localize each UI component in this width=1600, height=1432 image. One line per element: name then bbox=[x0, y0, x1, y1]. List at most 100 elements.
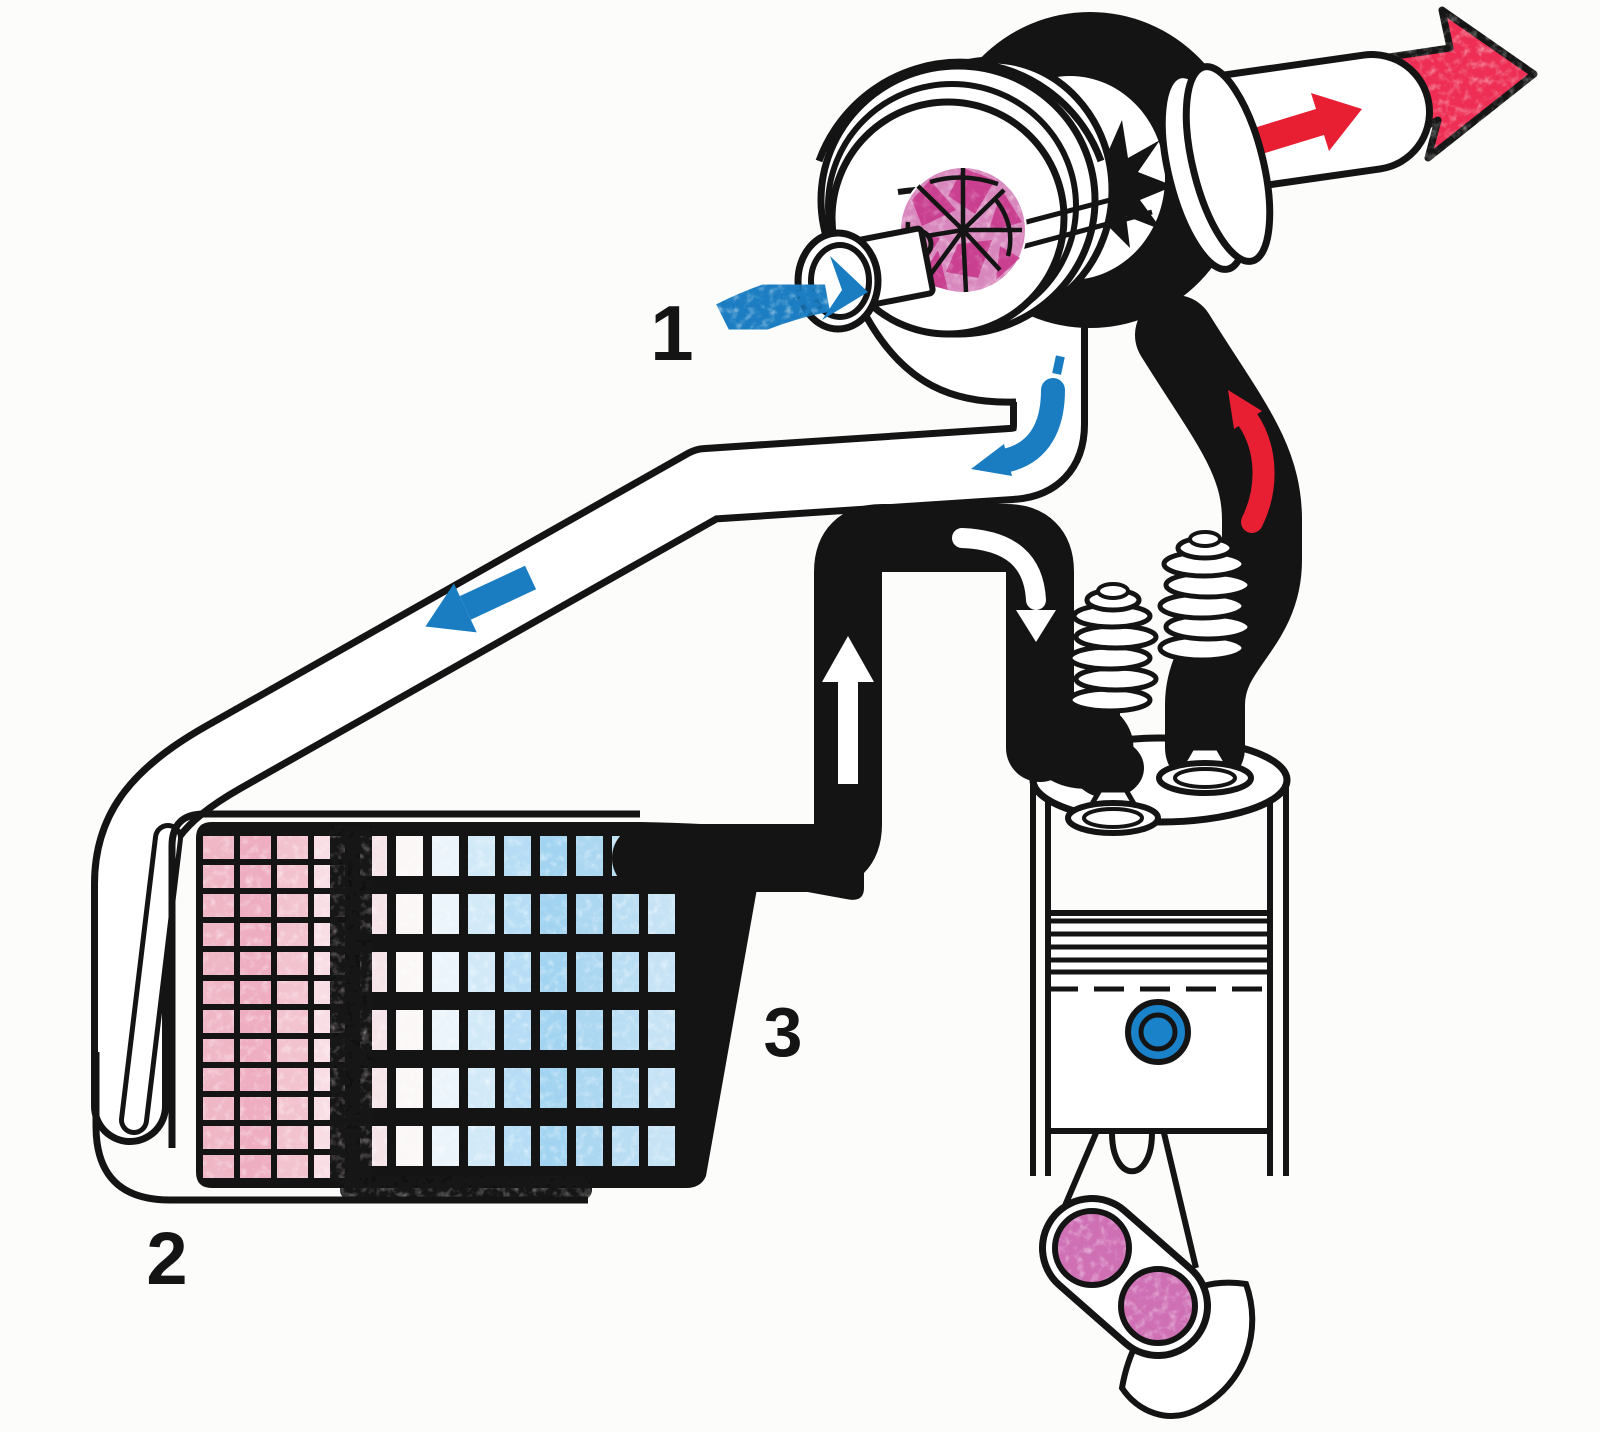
exhaust-runner-pipe bbox=[1135, 295, 1302, 788]
intercooler-cell bbox=[396, 894, 423, 934]
intercooler-cell bbox=[576, 1010, 603, 1050]
intercooler-outline bbox=[168, 810, 640, 1148]
intercooler-cell bbox=[277, 1155, 308, 1178]
paint-drip bbox=[1052, 355, 1065, 375]
valve-spring bbox=[1067, 582, 1159, 714]
intercooler-cell bbox=[396, 836, 423, 876]
intercooler-cell bbox=[240, 923, 271, 946]
intercooler-cell bbox=[504, 1126, 531, 1166]
piston-rings bbox=[1048, 918, 1270, 992]
exhaust-flow-arrow-shaft bbox=[1237, 409, 1275, 533]
intercooler-cell bbox=[277, 1010, 308, 1033]
flow-curve-arrow-shaft bbox=[952, 528, 1046, 610]
intercooler-cell bbox=[612, 1126, 639, 1166]
charge-air-flow-arrow bbox=[425, 565, 537, 633]
boost-air-arrow-shaft bbox=[996, 378, 1065, 472]
arrow-shaft bbox=[459, 565, 537, 620]
intercooler-cell bbox=[240, 952, 271, 975]
intercooler-cell bbox=[432, 894, 459, 934]
intercooler-cell bbox=[240, 894, 271, 917]
intercooler-cell bbox=[203, 1126, 234, 1149]
intercooler-cell bbox=[240, 1155, 271, 1178]
intercooler-cell bbox=[612, 894, 639, 934]
turbo-shaft-line bbox=[1017, 209, 1153, 251]
intercooler-cell bbox=[468, 1010, 495, 1050]
wheel-blade bbox=[916, 184, 965, 232]
rod-edge-right bbox=[1161, 1132, 1199, 1269]
intercooler-cell bbox=[468, 894, 495, 934]
intercooler-cell bbox=[504, 952, 531, 992]
intercooler-cell bbox=[576, 1068, 603, 1108]
intercooler-cell bbox=[612, 1010, 639, 1050]
turbo-shaft-line bbox=[1014, 187, 1149, 228]
core-transition-smear bbox=[330, 826, 372, 1182]
turbine-flange-ring bbox=[1182, 63, 1274, 265]
intercooler-cell bbox=[540, 1126, 567, 1166]
intercooler-cell bbox=[576, 836, 603, 876]
wheel-blade-arc bbox=[929, 175, 999, 187]
intercooler-cell bbox=[648, 1068, 675, 1108]
valve-stem bbox=[1198, 652, 1212, 744]
intercooler-cell bbox=[240, 836, 271, 859]
intercooler-cell bbox=[396, 1068, 423, 1108]
piston bbox=[1045, 910, 1273, 1134]
wheel-blade bbox=[960, 229, 969, 293]
intercooler-cell bbox=[432, 1010, 459, 1050]
intercooler-cell bbox=[540, 836, 567, 876]
piston-crank-assembly bbox=[1039, 910, 1273, 1419]
intercooler-cell bbox=[240, 1039, 271, 1062]
intercooler-cell bbox=[648, 952, 675, 992]
intercooler-cell bbox=[648, 1010, 675, 1050]
intake-air-arrow-tail bbox=[716, 268, 831, 344]
intercooler-cell bbox=[468, 836, 495, 876]
crank-pin-outline bbox=[1052, 1208, 1132, 1288]
intercooler-cell bbox=[432, 1126, 459, 1166]
intake-air-arrowhead bbox=[822, 256, 868, 320]
intercooler-cell bbox=[468, 1068, 495, 1108]
intercooler-cell bbox=[504, 1068, 531, 1108]
intercooler-cell bbox=[504, 1010, 531, 1050]
wheel-blade bbox=[961, 188, 1006, 232]
intercooler-cell bbox=[277, 923, 308, 946]
intercooler-cell bbox=[648, 894, 675, 934]
callout-turbocharger: 1 bbox=[650, 289, 693, 377]
valve-spring bbox=[1157, 530, 1253, 663]
intercooler-cell bbox=[612, 952, 639, 992]
intercooler-cell bbox=[203, 836, 234, 859]
intercooler-cell bbox=[203, 952, 234, 975]
flow-down-arrowhead bbox=[1016, 610, 1056, 642]
callout-intercooler: 2 bbox=[146, 1217, 187, 1300]
intercooler-cell bbox=[468, 952, 495, 992]
intercooler-cell bbox=[540, 1068, 567, 1108]
volute-outlet-edge bbox=[862, 314, 1017, 406]
intercooler-cell bbox=[277, 952, 308, 975]
intercooler-cell bbox=[612, 1068, 639, 1108]
intercooler-cell bbox=[576, 1126, 603, 1166]
callouts: 1 2 3 bbox=[146, 289, 802, 1300]
intercooler-cell bbox=[277, 865, 308, 888]
intercooler-cell bbox=[240, 1126, 271, 1149]
callout-core: 3 bbox=[764, 993, 803, 1071]
boost-air-arrowhead bbox=[971, 444, 1012, 476]
intercooler-cell bbox=[540, 1010, 567, 1050]
intercooler-cell bbox=[277, 1039, 308, 1062]
intercooler-cell bbox=[576, 952, 603, 992]
intercooler-cell bbox=[203, 1039, 234, 1062]
spring-cap bbox=[1188, 530, 1222, 548]
intercooler-cell bbox=[432, 1068, 459, 1108]
crank-journal-outline bbox=[1118, 1266, 1198, 1346]
intercooler-cell bbox=[468, 1126, 495, 1166]
intercooler-cell bbox=[240, 1068, 271, 1091]
intake-valve bbox=[1065, 582, 1161, 836]
valve-head-rim bbox=[1173, 767, 1237, 789]
intercooler-cell bbox=[396, 1010, 423, 1050]
intercooler-cell bbox=[396, 952, 423, 992]
intercooler-cell bbox=[540, 894, 567, 934]
wheel-blade bbox=[961, 228, 1002, 272]
intercooler-cell bbox=[203, 1010, 234, 1033]
intercooler-cell bbox=[576, 894, 603, 934]
wheel-blade-arc bbox=[994, 198, 1013, 257]
intercooler-cell bbox=[432, 836, 459, 876]
